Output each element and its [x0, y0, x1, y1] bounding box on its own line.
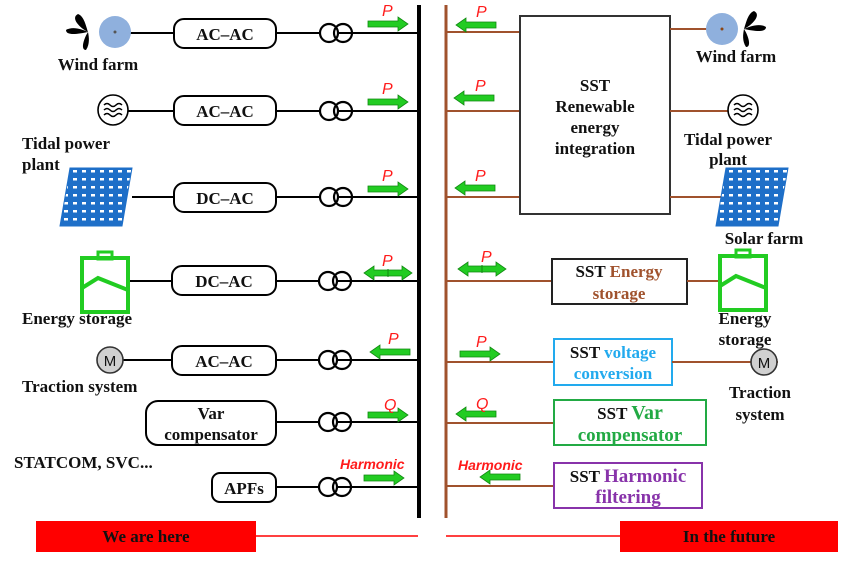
- flow-label-p: P: [382, 168, 393, 185]
- banner-label-left: We are here: [102, 527, 190, 546]
- right-label-storage-line2: storage: [719, 330, 772, 349]
- right-label-storage-line1: Energy: [719, 309, 772, 328]
- sst-renewable-line2: Renewable: [555, 97, 635, 116]
- right-future-system: P P P SST Renewable energy integration W…: [444, 4, 838, 552]
- converter-box-acac-2: [173, 95, 277, 126]
- right-label-wind: Wind farm: [696, 47, 776, 66]
- source-label-storage: Energy storage: [22, 309, 132, 328]
- flow-label-p: P: [475, 78, 486, 95]
- converter-box-acac-3: [171, 345, 277, 376]
- converter-label: DC–AC: [195, 272, 253, 291]
- sst-harmonic-line2: filtering: [595, 487, 661, 508]
- sst-var-compensator-box: [553, 399, 707, 446]
- sst-var-word: Var: [631, 402, 663, 424]
- source-label-tidal-line2: plant: [22, 155, 60, 174]
- left-current-system: AC–AC P Wind farm AC–AC P Tidal power pl…: [14, 3, 421, 552]
- var-compensator-box: [145, 400, 277, 446]
- sst-energy-word: Energy: [610, 262, 663, 281]
- sst-prefix: SST: [575, 262, 609, 281]
- converter-label: AC–AC: [196, 25, 254, 44]
- sst-renewable-box: [519, 15, 671, 215]
- right-label-solar: Solar farm: [725, 229, 804, 248]
- converter-box-dcac-2: [171, 265, 277, 296]
- right-label-tidal-line2: plant: [709, 150, 747, 169]
- flow-label-p: P: [382, 253, 393, 270]
- flow-label-q: Q: [476, 396, 488, 413]
- banner-we-are-here: [36, 521, 256, 552]
- motor-label: M: [104, 353, 117, 370]
- converter-label: DC–AC: [196, 189, 254, 208]
- tidal-wave-icon: [727, 94, 759, 126]
- sst-renewable-line4: integration: [555, 139, 636, 158]
- source-label-traction: Traction system: [22, 377, 137, 396]
- sst-harmonic-word: Harmonic: [604, 466, 686, 487]
- apfs-box: [211, 472, 277, 503]
- battery-icon: [718, 248, 768, 312]
- left-row-storage: DC–AC P Energy storage: [22, 250, 419, 328]
- left-row-solar: DC–AC P: [59, 167, 419, 227]
- flow-label-p: P: [382, 3, 393, 20]
- converter-label: AC–AC: [195, 352, 253, 371]
- sst-harmonic-line1: SST Harmonic: [570, 466, 687, 487]
- flow-label-q: Q: [384, 397, 396, 414]
- sst-prefix: SST: [597, 404, 631, 423]
- sst-prefix: SST: [570, 343, 604, 362]
- flow-label-harmonic: Harmonic: [340, 456, 405, 472]
- sst-voltage-conversion-box: [553, 338, 673, 386]
- sst-renewable-line3: energy: [570, 118, 620, 137]
- solar-panel-icon: [715, 167, 789, 227]
- left-row-apfs: APFs Harmonic: [211, 456, 419, 503]
- right-label-traction-line1: Traction: [729, 383, 792, 402]
- flow-label-harmonic: Harmonic: [458, 457, 523, 473]
- flow-label-p: P: [382, 81, 393, 98]
- right-label-traction-line2: system: [735, 405, 784, 424]
- sst-energy-line1: SST Energy: [575, 262, 663, 281]
- flow-label-p: P: [476, 4, 487, 21]
- wind-turbine-icon: [66, 14, 131, 50]
- var-label-line1: Var: [198, 404, 225, 423]
- flow-label-p: P: [388, 331, 399, 348]
- left-row-var: Var compensator Q STATCOM, SVC...: [14, 397, 419, 472]
- left-row-wind: AC–AC P Wind farm: [58, 3, 419, 74]
- flow-label-p: P: [481, 249, 492, 266]
- banner-label-right: In the future: [683, 527, 776, 546]
- flow-label-p: P: [476, 334, 487, 351]
- sst-var-line2: compensator: [578, 425, 683, 446]
- wind-turbine-icon: [706, 11, 766, 47]
- var-label-line2: compensator: [164, 425, 258, 444]
- tidal-wave-icon: [97, 94, 129, 126]
- sst-prefix: SST: [570, 467, 604, 486]
- sst-energy-storage-box: [551, 258, 688, 305]
- motor-label: M: [758, 355, 771, 372]
- solar-panel-icon: [59, 167, 133, 227]
- left-row-tidal: AC–AC P Tidal power plant: [22, 81, 419, 174]
- source-label-wind: Wind farm: [58, 55, 138, 74]
- sst-voltage-word: voltage: [604, 343, 656, 362]
- sst-var-line1: SST Var: [597, 402, 663, 424]
- banner-in-the-future: [620, 521, 838, 552]
- sst-voltage-line1: SST voltage: [570, 343, 657, 362]
- sst-energy-line2: storage: [593, 284, 646, 303]
- flow-arrow-right-icon: [363, 470, 405, 486]
- flow-arrow-left-icon: [453, 90, 495, 106]
- source-label-tidal-line1: Tidal power: [22, 134, 110, 153]
- converter-box-acac-1: [173, 18, 277, 49]
- converter-label: AC–AC: [196, 102, 254, 121]
- apfs-label: APFs: [224, 479, 264, 498]
- battery-icon: [80, 250, 130, 314]
- sst-voltage-line2: conversion: [574, 364, 653, 383]
- sst-harmonic-filtering-box: [553, 462, 703, 509]
- right-label-tidal-line1: Tidal power: [684, 130, 772, 149]
- converter-box-dcac-1: [173, 182, 277, 213]
- statcom-label: STATCOM, SVC...: [14, 453, 153, 472]
- flow-label-p: P: [475, 168, 486, 185]
- left-row-traction: M AC–AC P Traction system: [22, 331, 419, 396]
- sst-renewable-line1: SST: [580, 76, 611, 95]
